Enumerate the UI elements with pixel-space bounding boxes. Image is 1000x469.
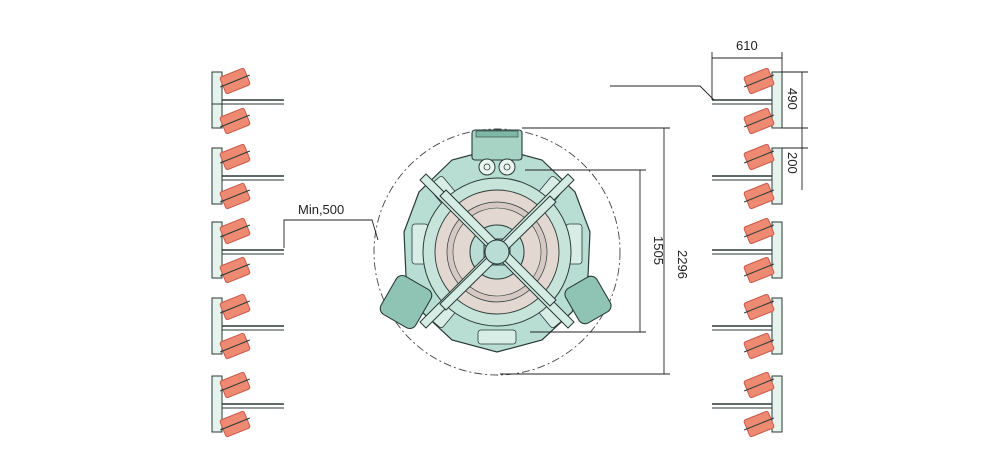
right-station-column bbox=[712, 67, 783, 438]
workpiece-icon bbox=[219, 182, 251, 210]
unit-gap-dimension: 200 bbox=[785, 152, 800, 174]
station-right-4 bbox=[712, 293, 783, 360]
station-left-4 bbox=[211, 293, 284, 360]
unit-height-dimension: 490 bbox=[785, 88, 800, 110]
station-left-1 bbox=[211, 67, 284, 135]
station-left-3 bbox=[211, 217, 284, 284]
workpiece-icon bbox=[219, 256, 251, 284]
left-motor bbox=[379, 274, 433, 330]
inner-span-dimension: 1505 bbox=[651, 236, 666, 265]
workpiece-icon bbox=[743, 371, 775, 399]
left-station-column bbox=[211, 67, 284, 438]
station-right-1 bbox=[712, 67, 783, 135]
workpiece-icon bbox=[743, 143, 775, 171]
workpiece-icon bbox=[743, 256, 775, 284]
workpiece-icon bbox=[219, 293, 251, 321]
station-right-3 bbox=[712, 217, 783, 284]
clearance-dimension: Min,500 bbox=[298, 202, 344, 217]
workpiece-icon bbox=[219, 67, 251, 95]
workpiece-icon bbox=[219, 217, 251, 245]
workpiece-icon bbox=[219, 332, 251, 360]
reach-circle bbox=[373, 128, 621, 376]
workpiece-icon bbox=[743, 67, 775, 95]
workpiece-icon bbox=[743, 107, 775, 135]
station-left-5 bbox=[211, 371, 284, 438]
dimension-lines: Min,500 1505 2296 610 490 200 bbox=[283, 38, 808, 375]
workpiece-icon bbox=[219, 143, 251, 171]
station-left-2 bbox=[211, 143, 284, 210]
central-robot bbox=[373, 128, 621, 376]
unit-width-dimension: 610 bbox=[736, 38, 758, 53]
right-motor bbox=[564, 275, 612, 325]
workpiece-icon bbox=[743, 410, 775, 438]
workpiece-icon bbox=[743, 182, 775, 210]
workpiece-icon bbox=[219, 371, 251, 399]
robot-head bbox=[471, 129, 523, 176]
workpiece-icon bbox=[219, 107, 251, 135]
outer-span-dimension: 2296 bbox=[675, 250, 690, 279]
workpiece-icon bbox=[219, 410, 251, 438]
workpiece-icon bbox=[743, 217, 775, 245]
workpiece-icon bbox=[743, 293, 775, 321]
workpiece-icon bbox=[743, 332, 775, 360]
station-right-2 bbox=[712, 143, 783, 210]
station-right-5 bbox=[712, 371, 783, 438]
